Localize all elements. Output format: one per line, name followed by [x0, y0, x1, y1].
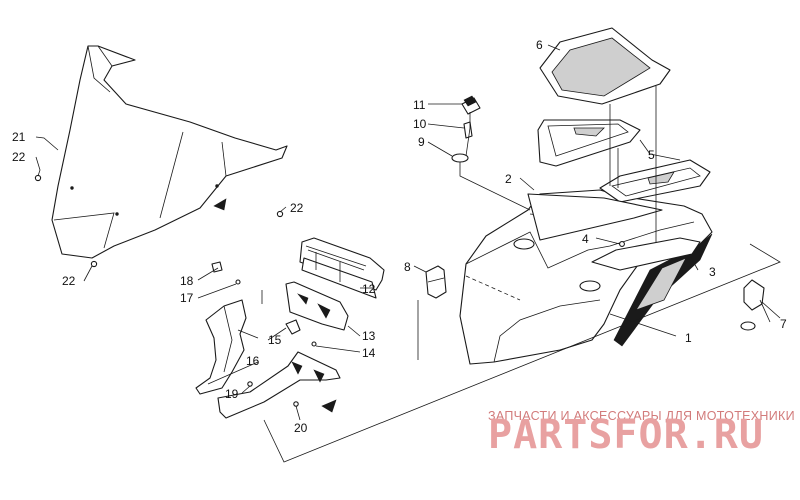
- callout-7: 7: [780, 317, 787, 331]
- callout-18: 18: [180, 274, 194, 288]
- knob-11: [461, 95, 481, 115]
- switch-8: [425, 265, 447, 299]
- callout-6: 6: [536, 38, 543, 52]
- screw-20: [293, 401, 299, 407]
- callout-21: 21: [12, 130, 26, 144]
- callout-3: 3: [709, 265, 716, 279]
- screw-19: [247, 381, 253, 387]
- leader-lines: [35, 44, 781, 463]
- callout-17: 17: [180, 291, 194, 305]
- callout-22-right: 22: [290, 201, 304, 215]
- screw-14: [311, 341, 317, 347]
- callout-labels: 1 2 3 4 5 6 7 8 9 10 11 12 13 14 15 16 1…: [12, 38, 787, 435]
- callout-16: 16: [246, 354, 260, 368]
- inner-frame: [527, 193, 663, 241]
- callout-4: 4: [582, 232, 589, 246]
- vent-grille: [539, 27, 671, 105]
- callout-15: 15: [268, 333, 282, 347]
- headlight-lens-upper: [537, 119, 641, 167]
- socket-7: [740, 279, 765, 331]
- callout-11: 11: [413, 98, 426, 112]
- bolt-15: [285, 319, 301, 335]
- callout-13: 13: [362, 329, 376, 343]
- nut-18: [211, 261, 223, 273]
- watermark: ЗАПЧАСТИ И АКСЕССУАРЫ ДЛЯ МОТОТЕХНИКИ PA…: [488, 409, 795, 458]
- screw-22-right: [276, 210, 284, 218]
- screw-4: [619, 241, 625, 247]
- washer-17: [235, 279, 241, 285]
- gauge-bracket: [285, 281, 349, 331]
- watermark-tagline: ЗАПЧАСТИ И АКСЕССУАРЫ ДЛЯ МОТОТЕХНИКИ: [488, 409, 795, 423]
- screw-22-left: [34, 174, 42, 182]
- callout-19: 19: [225, 387, 239, 401]
- callout-20: 20: [294, 421, 308, 435]
- callout-5: 5: [648, 148, 655, 162]
- callout-22-bottom: 22: [62, 274, 76, 288]
- screw-10: [463, 121, 473, 139]
- gauge-assembly: [299, 237, 385, 299]
- callout-2: 2: [505, 172, 512, 186]
- callout-1: 1: [685, 331, 692, 345]
- callout-9: 9: [418, 135, 425, 149]
- watermark-logo: PARTSFOR.RU: [488, 412, 764, 458]
- nose-panel: [459, 189, 713, 365]
- trim-panel: [591, 237, 701, 271]
- headlight-lens-lower: [599, 159, 711, 203]
- screw-22-bottom: [90, 260, 98, 268]
- callout-22-left: 22: [12, 150, 26, 164]
- windshield: [51, 45, 288, 259]
- mount-bracket: [195, 299, 341, 419]
- callout-14: 14: [362, 346, 376, 360]
- callout-12: 12: [362, 282, 376, 296]
- callout-10: 10: [413, 117, 427, 131]
- callout-8: 8: [404, 260, 411, 274]
- grommet-9: [451, 153, 469, 163]
